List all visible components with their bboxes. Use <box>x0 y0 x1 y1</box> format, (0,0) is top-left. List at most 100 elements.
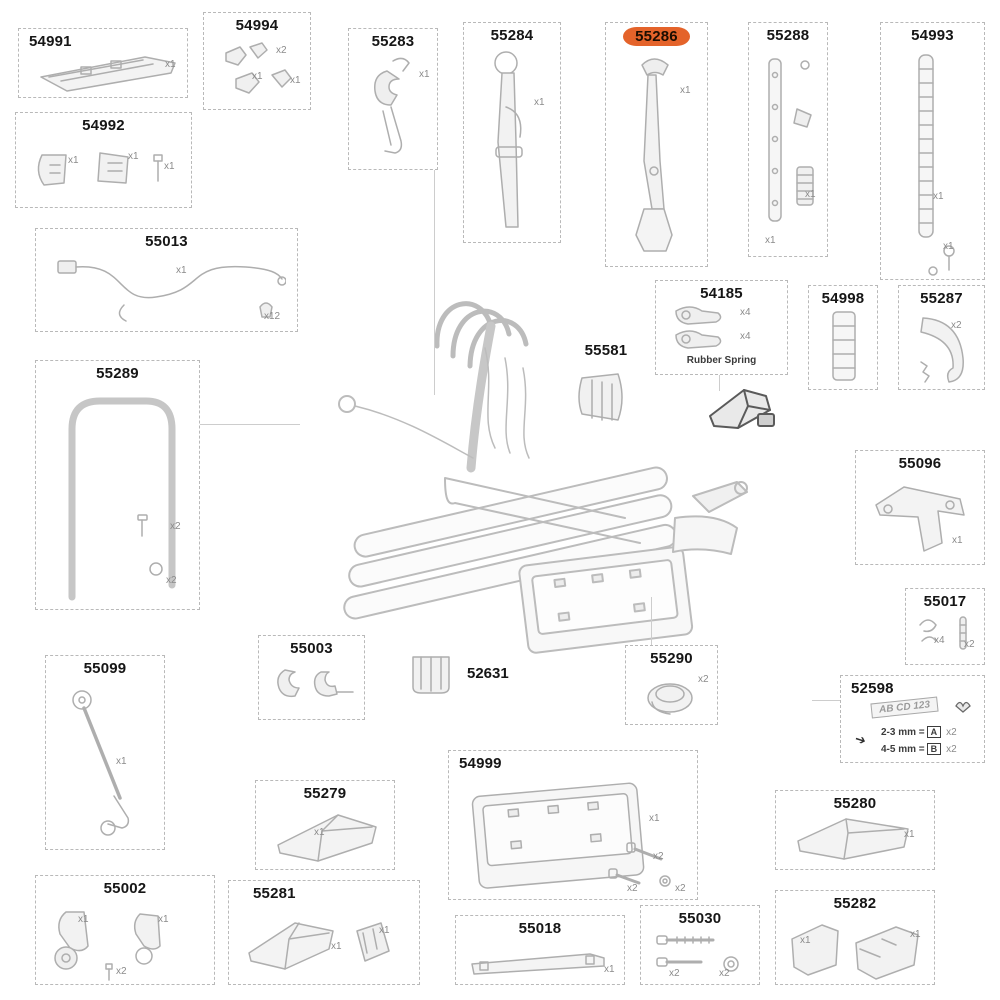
qty-label: x1 <box>116 756 127 767</box>
drawing-55017 <box>919 616 967 650</box>
part-box-55287[interactable]: 55287 x2 <box>898 285 985 390</box>
qty-label: x1 <box>68 155 79 166</box>
arrow-icon: ➔ <box>853 730 869 749</box>
part-box-55289[interactable]: 55289 x2 x2 <box>35 360 200 610</box>
qty-label: x1 <box>314 827 325 838</box>
part-box-54991[interactable]: 54991 x1 <box>18 28 188 98</box>
qty-label: x1 <box>952 535 963 546</box>
qty-label: x2 <box>946 744 957 755</box>
drawing-55290 <box>647 683 693 715</box>
part-box-55284[interactable]: 55284 x1 <box>463 22 561 243</box>
part-box-55283[interactable]: 55283 x1 <box>348 28 438 170</box>
part-number-55581: 55581 <box>584 342 628 359</box>
size-badge-a: A <box>926 726 942 738</box>
part-number-54992: 54992 <box>82 117 125 134</box>
part-box-55282[interactable]: 55282 x1 x1 <box>775 890 935 985</box>
part-number-55284: 55284 <box>490 27 534 44</box>
qty-label: x4 <box>934 635 945 646</box>
rubber-spring-note: Rubber Spring <box>686 355 757 366</box>
part-box-55288[interactable]: 55288 x1 x1 <box>748 22 828 257</box>
qty-label: x2 <box>946 727 957 738</box>
qty-label: x1 <box>128 151 139 162</box>
part-box-54185[interactable]: 54185 x4 x4 Rubber Spring <box>655 280 788 375</box>
qty-label: x1 <box>252 71 263 82</box>
part-box-55099[interactable]: 55099 x1 <box>45 655 165 850</box>
qty-label: x1 <box>943 241 954 252</box>
drawing-55096 <box>875 486 965 552</box>
part-box-54994[interactable]: 54994 x2 x1 x1 <box>203 12 311 110</box>
part-box-55281[interactable]: 55281 x1 x1 <box>228 880 420 985</box>
qty-label: x1 <box>290 75 301 86</box>
part-number-55283: 55283 <box>371 33 415 50</box>
qty-label: x2 <box>276 45 287 56</box>
part-number-52598: 52598 <box>851 680 894 697</box>
size-badge-b: B <box>926 743 942 755</box>
part-box-54992[interactable]: 54992 x1 x1 x1 <box>15 112 192 208</box>
part-number-55096: 55096 <box>898 455 942 472</box>
part-box-55013[interactable]: 55013 x1 x12 <box>35 228 298 332</box>
part-box-55280[interactable]: 55280 x1 <box>775 790 935 870</box>
part-box-54998[interactable]: 54998 <box>808 285 878 390</box>
part-number-55030: 55030 <box>678 910 722 927</box>
qty-label: x2 <box>675 883 686 894</box>
part-number-55280: 55280 <box>833 795 877 812</box>
part-box-55017[interactable]: 55017 x4 x2 <box>905 588 985 665</box>
part-number-55286: 55286 <box>606 27 707 46</box>
drawing-55279 <box>277 814 377 862</box>
main-assembly-drawing <box>338 301 748 654</box>
drawing-55018 <box>471 953 605 975</box>
part-box-55096[interactable]: 55096 x1 <box>855 450 985 565</box>
part-box-55003[interactable]: 55003 <box>258 635 365 720</box>
qty-label: x1 <box>158 914 169 925</box>
connector-line <box>200 424 300 425</box>
wing-bolt-icon <box>955 701 971 713</box>
qty-label: x2 <box>669 968 680 979</box>
drawing-55287 <box>920 317 964 383</box>
connector-line <box>434 170 435 395</box>
qty-label: x1 <box>800 935 811 946</box>
drawing-55581 <box>578 373 623 421</box>
part-box-54999[interactable]: 54999 x1 x2 x2 x2 <box>448 750 698 900</box>
qty-label: x1 <box>604 964 615 975</box>
part-box-55018[interactable]: 55018 x1 <box>455 915 625 985</box>
size-rule-text: 4-5 mm = <box>881 744 925 755</box>
part-box-55002[interactable]: 55002 x1 x1 x2 <box>35 875 215 985</box>
connector-line <box>719 375 720 391</box>
part-box-55290[interactable]: 55290 x2 <box>625 645 718 725</box>
qty-label: x2 <box>116 966 127 977</box>
drawing-55284 <box>494 51 523 228</box>
part-box-54993[interactable]: 54993 x1 x1 <box>880 22 985 280</box>
part-number-54994: 54994 <box>235 17 279 34</box>
part-number-54998: 54998 <box>821 290 865 307</box>
drawing-55099 <box>72 690 130 836</box>
part-number-54185: 54185 <box>700 285 743 302</box>
part-number-55282: 55282 <box>833 895 877 912</box>
qty-label: x1 <box>649 813 660 824</box>
qty-label: x1 <box>534 97 545 108</box>
drawing-55289 <box>68 397 176 601</box>
part-box-55286[interactable]: 55286 x1 <box>605 22 708 267</box>
part-number-55002: 55002 <box>103 880 147 897</box>
drawing-54185 <box>675 306 722 349</box>
part-number-55281: 55281 <box>253 885 296 902</box>
connector-line <box>812 700 840 701</box>
qty-label: x2 <box>627 883 638 894</box>
qty-label: x2 <box>951 320 962 331</box>
drawing-54994 <box>225 42 292 94</box>
qty-label: x1 <box>419 69 430 80</box>
qty-label: x1 <box>165 59 176 70</box>
part-group-52631[interactable]: 52631 <box>405 643 523 705</box>
part-box-55279[interactable]: 55279 x1 <box>255 780 395 870</box>
part-group-55581[interactable]: 55581 <box>560 338 652 438</box>
drawing-52631 <box>412 656 450 694</box>
qty-label: x2 <box>166 575 177 586</box>
selected-part-highlight: 55286 <box>623 27 690 46</box>
part-box-55030[interactable]: 55030 x2 x2 <box>640 905 760 985</box>
connector-line <box>651 597 652 645</box>
part-number-55289: 55289 <box>96 365 139 382</box>
drawing-54991 <box>40 56 176 92</box>
drawing-54999 <box>471 782 671 889</box>
qty-label: x1 <box>78 914 89 925</box>
